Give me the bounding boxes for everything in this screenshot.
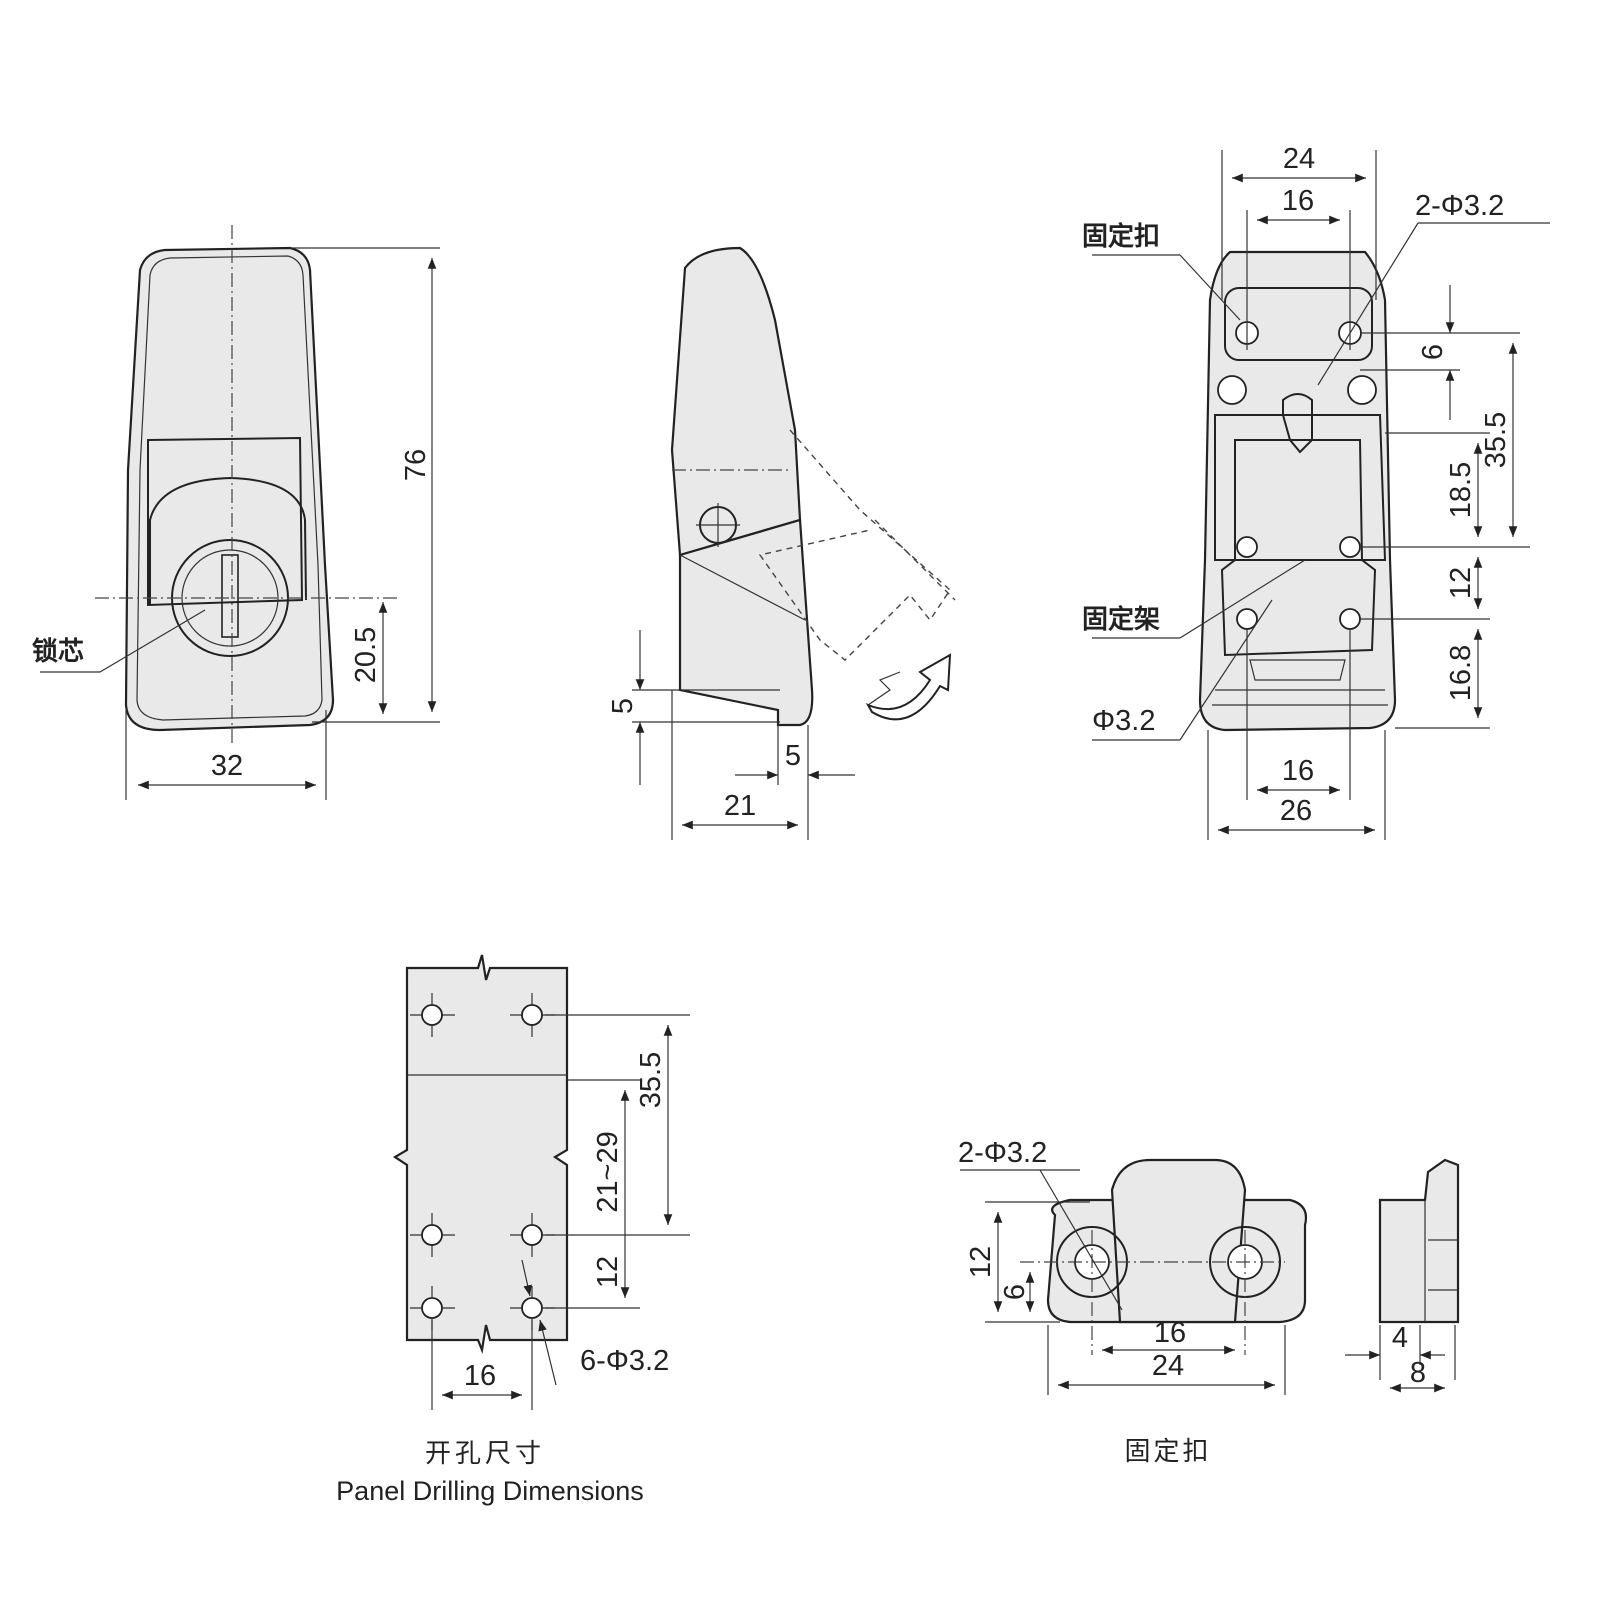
dim-clip-to-bracket: 35.5: [1480, 412, 1512, 468]
side-view: 5 5 21: [607, 246, 956, 840]
lock-core-inner: [181, 549, 279, 647]
bracket-label: 固定架: [1082, 604, 1160, 635]
bracket-hole-2: [1339, 536, 1361, 558]
drill-hole-5: [421, 1297, 443, 1319]
bracket-hole-1: [1236, 536, 1258, 558]
back-bracket: [1220, 439, 1377, 657]
drill-dim-range: 21~29: [592, 1131, 624, 1212]
front-lever-panel: [147, 436, 304, 607]
clip-hole-spec: 2-Φ3.2: [1415, 190, 1504, 222]
back-rivet-left: [1217, 375, 1247, 405]
back-body-outline: [1198, 250, 1397, 732]
drilling-panel-outline: [392, 954, 569, 1355]
drill-hole-spec: 6-Φ3.2: [580, 1345, 669, 1377]
lock-core-label: 锁芯: [32, 636, 84, 667]
clip-dim-12: 12: [965, 1246, 997, 1278]
back-clip-plate: [1224, 287, 1373, 361]
front-inner-edge: [136, 255, 323, 721]
dim-lip-height: 5: [607, 698, 639, 714]
side-lever-outline: [670, 246, 802, 557]
dim-top-width: 24: [1283, 143, 1315, 175]
clip-raised-top: [1110, 1158, 1247, 1324]
dim-76: 76: [400, 449, 432, 481]
clip-dim-6: 6: [999, 1284, 1031, 1300]
clip-side-outline: [1378, 1158, 1460, 1324]
dim-21: 21: [724, 790, 756, 822]
bracket-hole-3: [1236, 608, 1258, 630]
side-body-outline: [678, 518, 814, 727]
dim-bottom-width: 26: [1280, 795, 1312, 827]
back-latch-hook: [1282, 393, 1313, 454]
dim-bracket-offset: 18.5: [1445, 462, 1477, 518]
dim-32: 32: [211, 750, 243, 782]
bracket-hole-spec: Φ3.2: [1092, 705, 1155, 737]
side-open-position: [758, 429, 951, 661]
clip-side-dim-4: 4: [1392, 1322, 1408, 1354]
dim-clip-spacing: 16: [1282, 185, 1314, 217]
drill-hole-4: [521, 1224, 543, 1246]
clip-dim-16: 16: [1154, 1317, 1186, 1349]
dim-bracket-spacing: 16: [1282, 755, 1314, 787]
bracket-hole-4: [1339, 608, 1361, 630]
dim-bracket-spacing-v: 12: [1445, 567, 1477, 599]
drill-dim-16: 16: [464, 1360, 496, 1392]
clip-detail-title: 固定扣: [1124, 1437, 1211, 1467]
dim-lip-width: 5: [785, 740, 801, 772]
drill-dim-12: 12: [592, 1256, 624, 1288]
front-body-outline: [124, 246, 335, 732]
rotation-arrow: [865, 653, 952, 721]
drill-hole-1: [421, 1004, 443, 1026]
clip-detail-view: 2-Φ3.2 12 6 16 24 固定扣: [958, 1137, 1308, 1467]
back-rivet-right: [1347, 375, 1377, 405]
drill-hole-2: [521, 1004, 543, 1026]
drill-hole-6: [521, 1297, 543, 1319]
front-view: 76 20.5 32 锁芯: [32, 225, 440, 800]
clip-side-view: 4 8: [1345, 1158, 1460, 1393]
clip-label: 固定扣: [1082, 221, 1160, 252]
key-slot: [221, 554, 239, 638]
drill-dim-35-5: 35.5: [635, 1052, 667, 1108]
panel-drilling-view: 35.5 21~29 12 16 6-Φ3.2 开孔尺寸 Panel Drill…: [336, 954, 690, 1506]
clip-dim-24: 24: [1152, 1350, 1184, 1382]
clip-detail-hole-spec: 2-Φ3.2: [958, 1137, 1047, 1169]
dim-clip-offset: 6: [1417, 344, 1449, 360]
drill-hole-3: [421, 1224, 443, 1246]
clip-side-dim-8: 8: [1410, 1357, 1426, 1389]
drilling-title-en: Panel Drilling Dimensions: [336, 1476, 644, 1506]
back-view: 24 16 2-Φ3.2 固定扣 6 35.5 18.5 12: [1082, 143, 1550, 840]
front-lock-arch: [149, 476, 307, 605]
dim-20-5: 20.5: [350, 627, 382, 683]
dim-bottom-offset: 16.8: [1445, 645, 1477, 701]
drilling-title-cn: 开孔尺寸: [425, 1439, 545, 1469]
